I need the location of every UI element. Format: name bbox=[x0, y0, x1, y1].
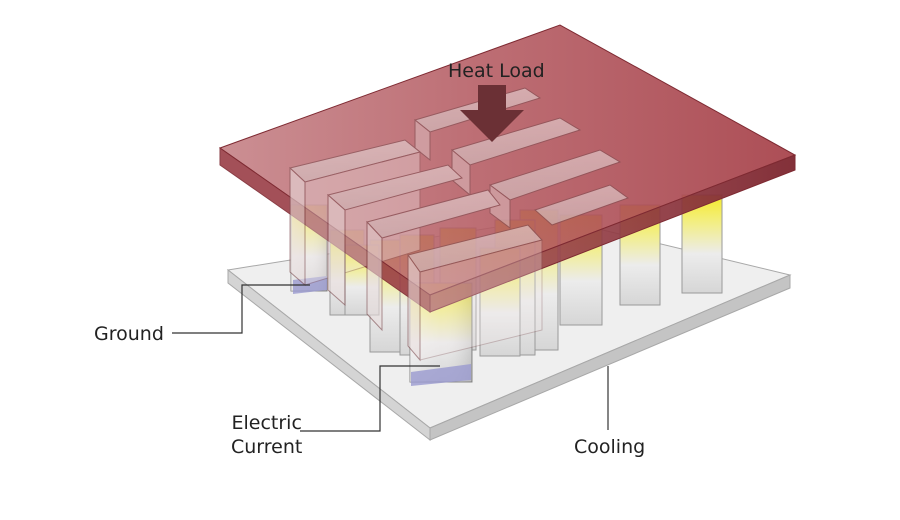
electric-current-leader-line bbox=[300, 365, 440, 432]
plate-right-face bbox=[429, 154, 796, 313]
block bbox=[407, 224, 543, 362]
electric-current-label: Electric Current bbox=[231, 411, 302, 459]
thermo-blocks bbox=[288, 87, 630, 362]
ground-leader-line bbox=[172, 284, 310, 334]
cooling-label: Cooling bbox=[574, 436, 646, 458]
block bbox=[488, 149, 622, 229]
base-right-edge bbox=[429, 274, 791, 441]
electric-current-label-line2: Current bbox=[231, 436, 303, 458]
heat-arrow-icon bbox=[460, 85, 524, 142]
block bbox=[450, 117, 582, 197]
block bbox=[366, 189, 501, 332]
electric-current-label-line1: Electric bbox=[231, 412, 302, 434]
heat-load-label: Heat Load bbox=[448, 60, 545, 82]
block bbox=[534, 184, 630, 226]
block bbox=[326, 164, 463, 307]
current-contact-pad bbox=[411, 364, 471, 386]
ground-label: Ground bbox=[94, 323, 164, 345]
